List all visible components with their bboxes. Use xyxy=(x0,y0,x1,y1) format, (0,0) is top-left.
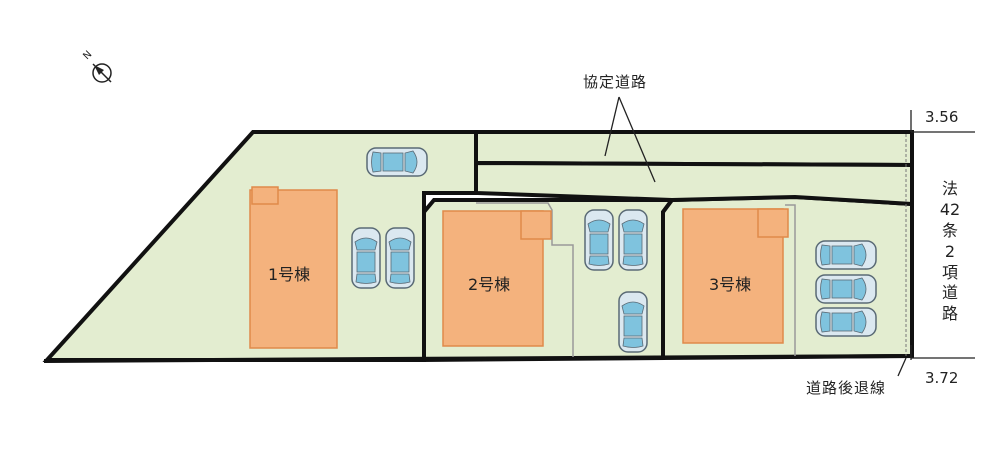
car-icon xyxy=(815,240,877,270)
car-icon xyxy=(385,227,415,289)
car-icon xyxy=(815,274,877,304)
road-word-label: 道 路 xyxy=(938,282,962,324)
width-top-label: 3.56 xyxy=(925,108,959,126)
building-3-label: 3号棟 xyxy=(709,275,752,294)
agreement-road-label: 協定道路 xyxy=(583,73,648,91)
agreement-road-pointer-1 xyxy=(604,96,620,157)
building-1-entry xyxy=(251,186,279,205)
path-line xyxy=(476,202,574,357)
agreement-road-lower xyxy=(474,160,914,207)
path-line-2 xyxy=(785,204,796,356)
building-1-label: 1号棟 xyxy=(268,265,311,284)
setback-pointer xyxy=(897,357,907,377)
road-type-char: 条 xyxy=(941,221,958,240)
road-type-char: 項 xyxy=(941,263,958,282)
road-type-char: 法 xyxy=(941,179,958,198)
car-icon xyxy=(815,307,877,337)
road-type-label: 法 42 条 2 項 xyxy=(938,178,962,283)
road-type-char: 2 xyxy=(944,242,956,261)
building-1 xyxy=(249,189,338,349)
building-3-entry xyxy=(757,208,789,238)
car-icon xyxy=(351,227,381,289)
bottom-boundary xyxy=(43,354,914,363)
building-2-entry xyxy=(520,210,552,240)
building-2-label: 2号棟 xyxy=(468,275,511,294)
car-icon xyxy=(584,209,614,271)
compass-north-letter: N xyxy=(81,49,94,62)
setback-line-label: 道路後退線 xyxy=(806,379,887,397)
car-icon xyxy=(618,209,648,271)
road-type-char: 42 xyxy=(939,200,961,219)
agreement-road-upper xyxy=(474,130,914,168)
compass-icon xyxy=(92,63,112,83)
width-bottom-label: 3.72 xyxy=(925,369,959,387)
car-icon xyxy=(366,147,428,177)
road-word-char: 道 xyxy=(941,283,958,302)
car-icon xyxy=(618,291,648,353)
road-word-char: 路 xyxy=(941,304,958,323)
agreement-road-pointer-2 xyxy=(618,96,656,183)
